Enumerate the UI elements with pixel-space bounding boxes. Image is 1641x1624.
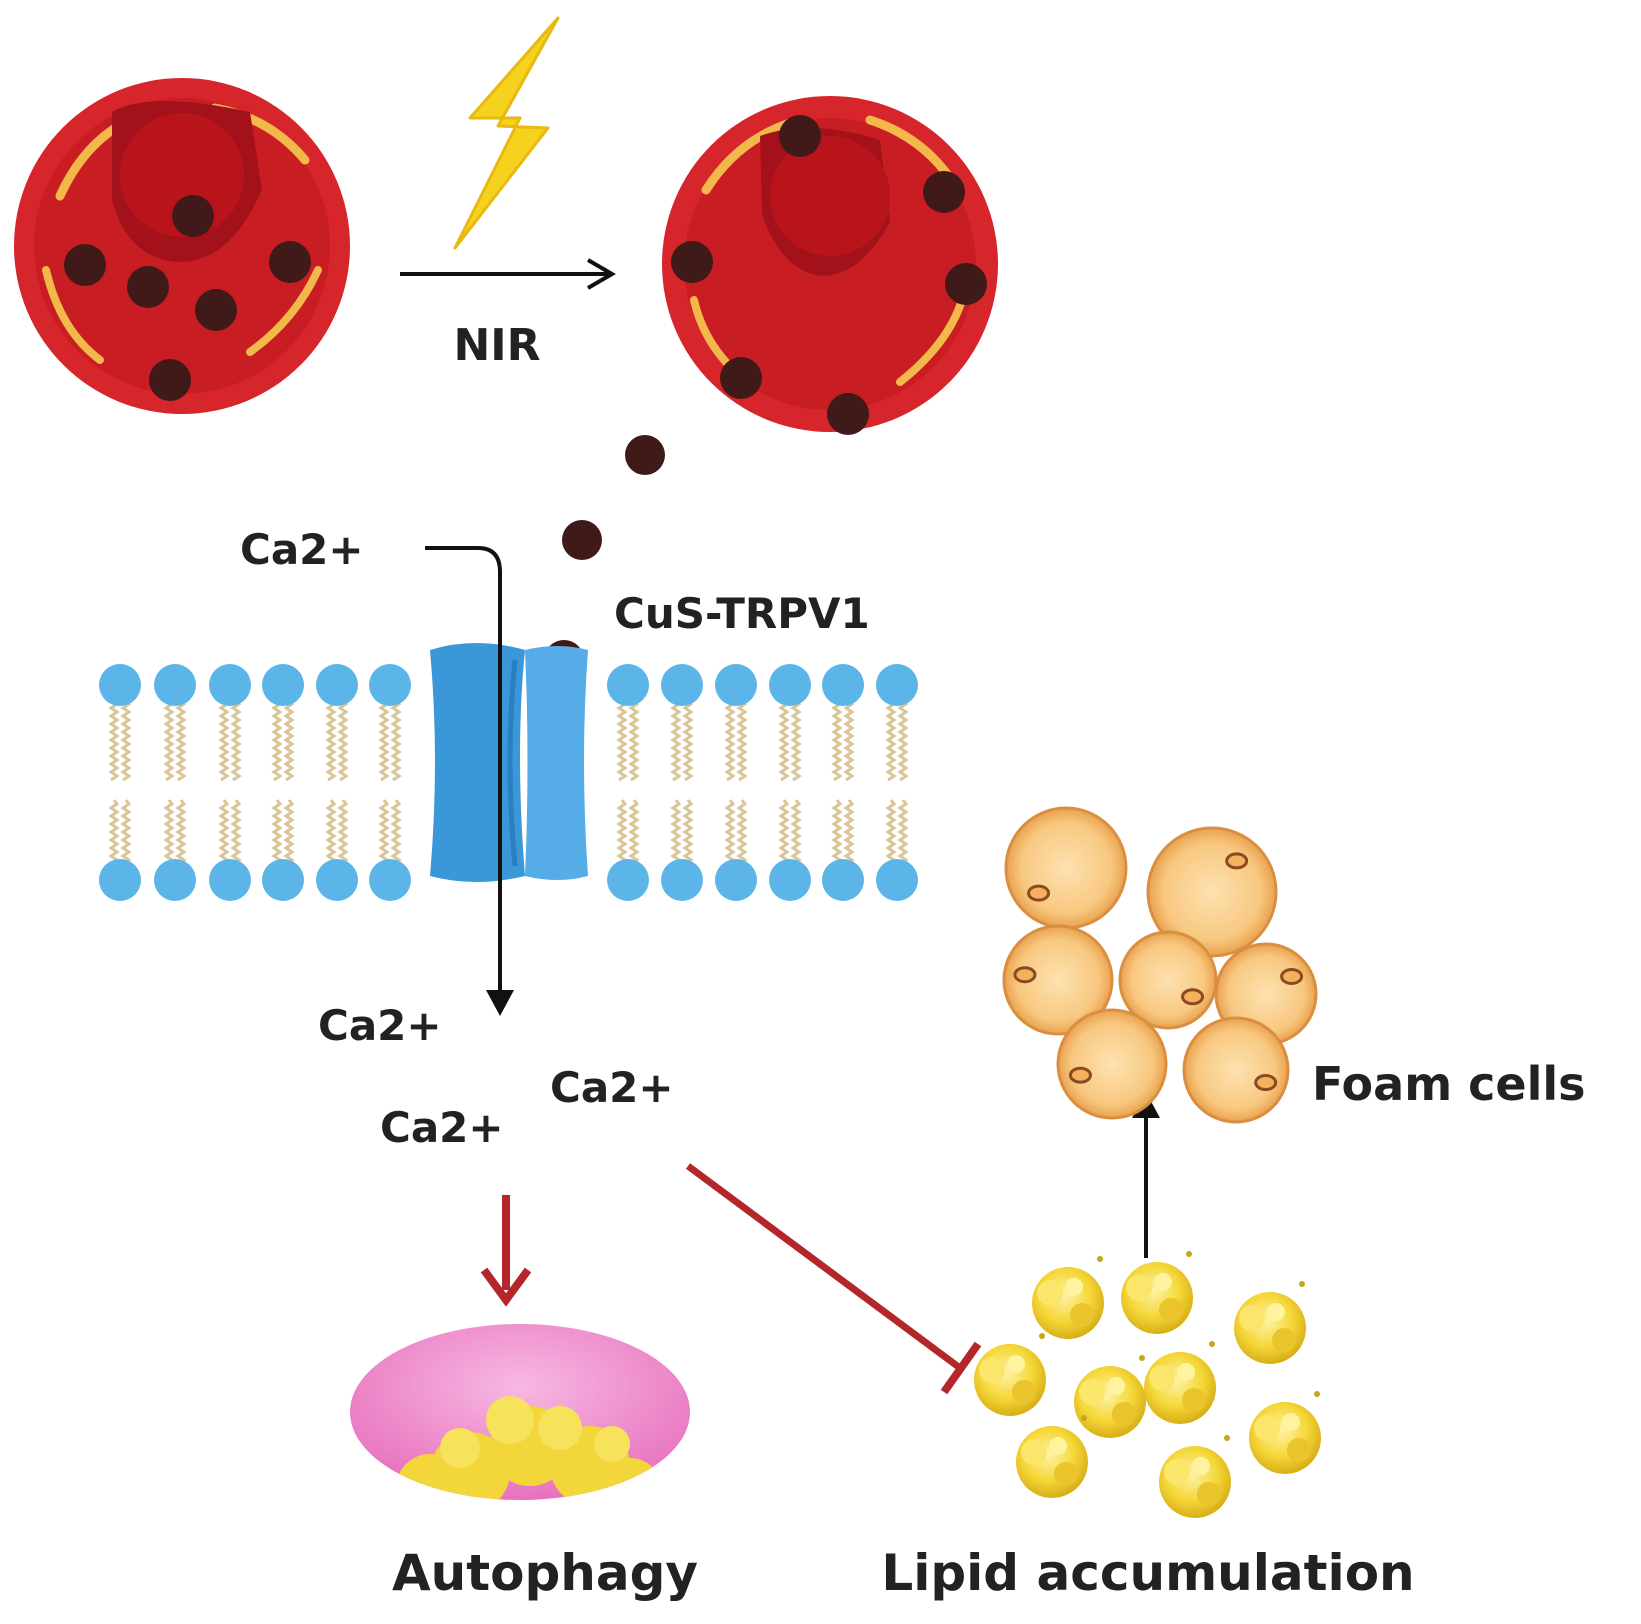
ca-label-intracellular-3: Ca2+ [380,1103,504,1152]
lipid-head [607,859,649,901]
foam-cell [1004,806,1128,930]
inhibit-lipid-arrow [685,1163,982,1395]
vessel-after-nir [662,96,998,435]
lipid-head [154,664,196,706]
lipid-droplet [1249,1391,1321,1474]
calcium-influx-arrow [425,546,514,1016]
lipid-droplet [1159,1435,1231,1518]
nir-label: NIR [453,320,540,371]
lightning-icon [453,16,560,250]
lipid-head [316,859,358,901]
lipid-head [369,664,411,706]
lipid-droplet [1074,1355,1146,1438]
ca-label-intracellular-2: Ca2+ [550,1063,674,1112]
lipid-droplets [974,1251,1321,1518]
lipid-head [769,664,811,706]
vessel-before-nir [14,78,350,414]
foam-cell [1118,930,1218,1030]
foam-cells-label: Foam cells [1312,1057,1586,1111]
lipid-head [209,859,251,901]
foam-cell [1182,1016,1290,1124]
lipid-droplet [1144,1341,1216,1424]
autophagosome [350,1324,690,1500]
lipid-head [99,664,141,706]
foam-cell [1146,826,1278,958]
nir-arrow [400,258,616,290]
lipid-head [876,859,918,901]
lipid-head [316,664,358,706]
lipid-head [715,664,757,706]
lipid-droplet [1016,1415,1088,1498]
lipid-head [876,664,918,706]
ca-label-extracellular: Ca2+ [240,525,364,574]
lipid-droplet [1234,1281,1306,1364]
free-nanoparticles [544,435,665,680]
lipid-head [369,859,411,901]
foam-cell [1002,924,1114,1036]
lipid-to-foam-arrow [1132,1092,1160,1258]
foam-cells-cluster [1002,806,1318,1124]
lipid-head [715,859,757,901]
lipid-droplet [1121,1251,1193,1334]
nanoparticles-dispersed [64,195,311,401]
nanoparticles-wall [671,115,987,435]
nucleus [1254,1074,1278,1092]
nucleus [1013,966,1037,984]
lipid-head [607,664,649,706]
lipid-head [262,664,304,706]
lipid-head [209,664,251,706]
lipid-head [262,859,304,901]
ca-label-intracellular-1: Ca2+ [318,1001,442,1050]
autophagy-label: Autophagy [392,1544,698,1602]
lipid-head [99,859,141,901]
lipid-head [661,859,703,901]
nucleus [1068,1066,1092,1084]
trpv1-channel [430,643,588,882]
lipid-head [661,664,703,706]
nucleus [1280,967,1304,985]
nucleus [1027,884,1051,902]
nucleus [1181,988,1205,1006]
lipid-droplet [1032,1256,1104,1339]
lipid-head [822,859,864,901]
promote-autophagy-arrow [480,1195,532,1307]
cell-membrane [99,664,918,901]
lipid-head [769,859,811,901]
nucleus [1225,852,1249,870]
lipid-accumulation-label: Lipid accumulation [881,1544,1414,1602]
lipid-head [822,664,864,706]
cus-trpv1-label: CuS-TRPV1 [614,589,870,638]
foam-cell [1056,1008,1168,1120]
lipid-head [154,859,196,901]
lipid-droplet [974,1333,1046,1416]
